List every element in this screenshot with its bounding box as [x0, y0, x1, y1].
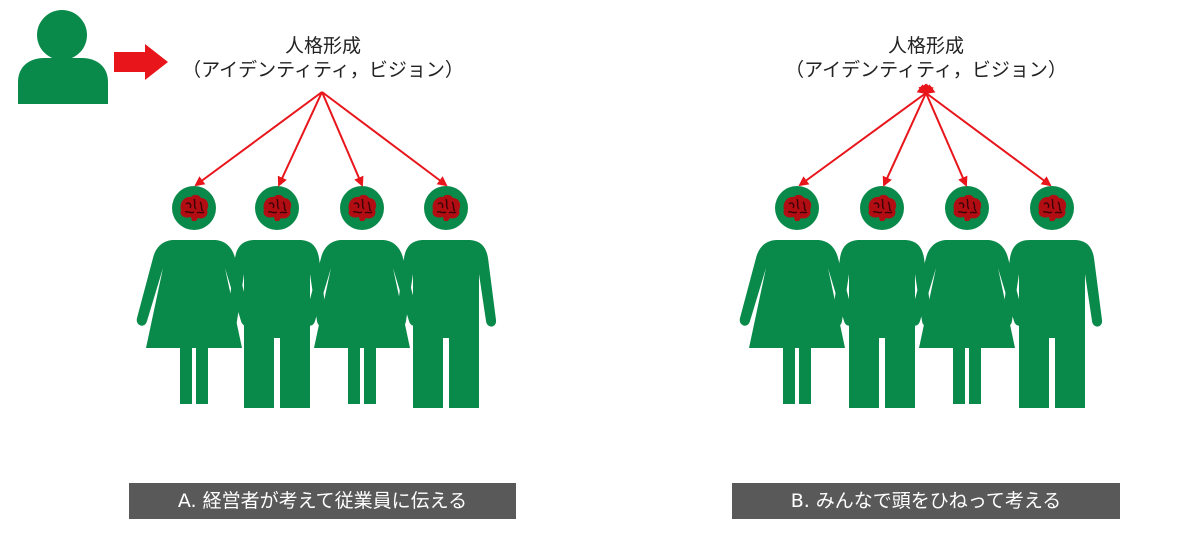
arrow-a-1: [194, 91, 323, 187]
panel-b-title-line1: 人格形成: [887, 35, 964, 57]
arrow-a-4: [321, 91, 448, 187]
person-icon: [18, 10, 108, 104]
panel-b-title: 人格形成 （アイデンティティ，ビジョン）: [766, 34, 1086, 82]
arrow-b-1: [798, 84, 936, 187]
panel-b-title-line2: （アイデンティティ，ビジョン）: [785, 59, 1067, 81]
arrow-b-4: [916, 84, 1052, 187]
arrow-b-2: [882, 83, 934, 187]
panel-a-figures: [137, 186, 496, 408]
panel-a-title: 人格形成 （アイデンティティ，ビジョン）: [163, 34, 483, 82]
panel-b-figures: [740, 186, 1102, 408]
panel-a-caption: A. 経営者が考えて従業員に伝える: [129, 483, 516, 519]
right-arrow-icon: [114, 44, 168, 80]
panel-b-caption: B. みんなで頭をひねって考える: [732, 483, 1120, 519]
panel-a-title-line1: 人格形成: [284, 35, 361, 57]
panel-a-arrows: [194, 91, 448, 187]
arrow-a-2: [277, 91, 323, 187]
arrow-a-3: [321, 91, 364, 187]
panel-b-arrows: [798, 83, 1052, 187]
panel-a-title-line2: （アイデンティティ，ビジョン）: [182, 59, 464, 81]
